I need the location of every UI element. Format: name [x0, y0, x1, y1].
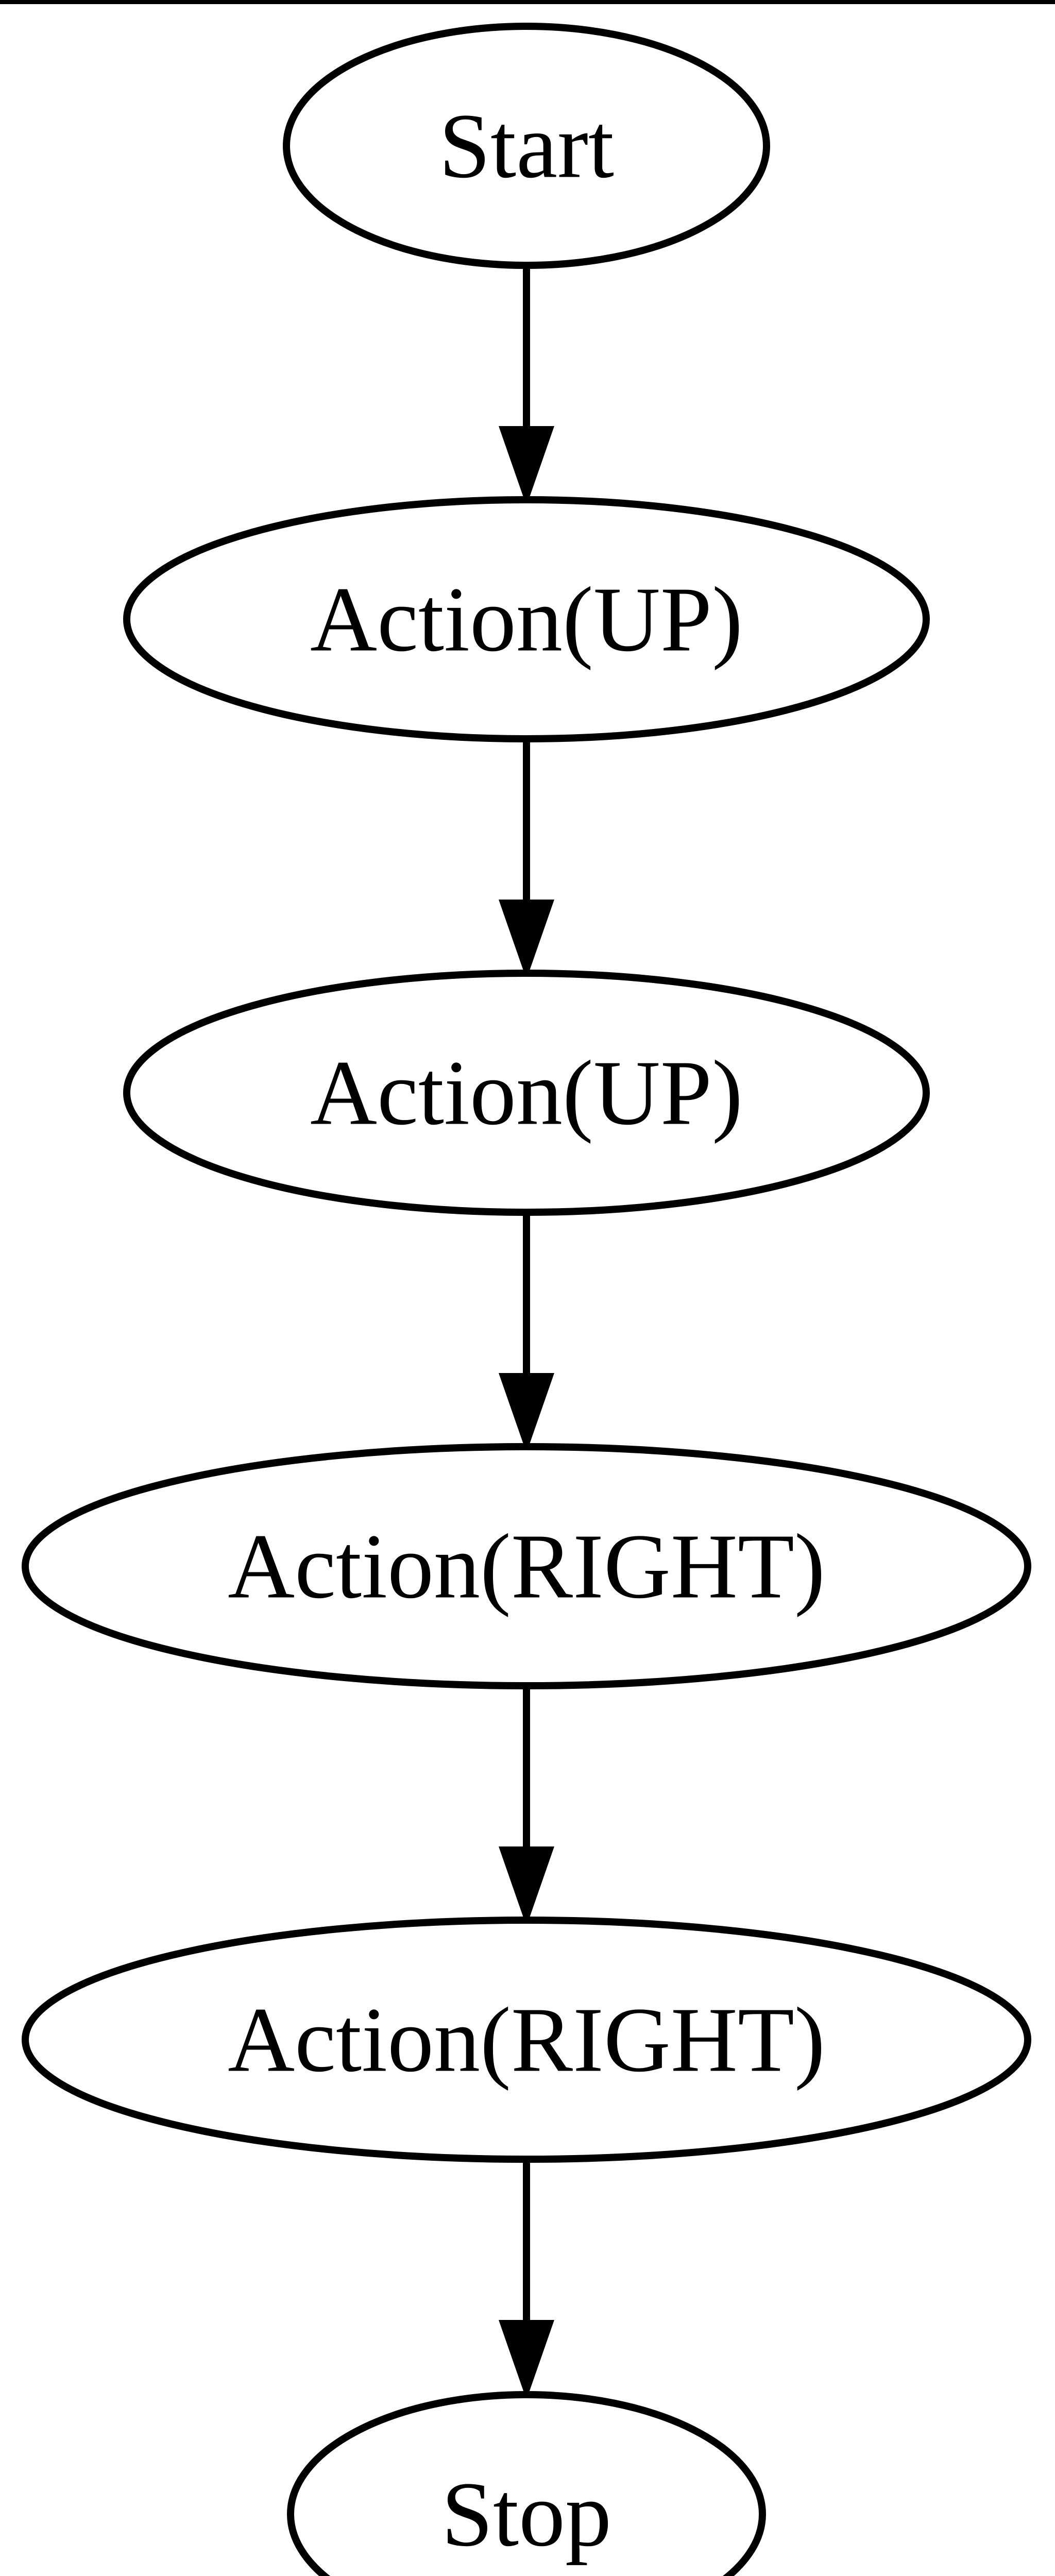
node-stop: Stop [287, 2391, 766, 2576]
arrowhead-down-icon [499, 900, 554, 979]
arrowhead-down-icon [499, 1846, 554, 1926]
edge-action-right-2-to-stop [499, 2157, 554, 2400]
arrowhead-down-icon [499, 2320, 554, 2400]
node-action-right-1-label: Action(RIGHT) [228, 1515, 825, 1618]
edge-action-up-2-to-action-right-1 [499, 1210, 554, 1453]
top-border-line [0, 0, 1055, 4]
node-action-right-2-label: Action(RIGHT) [228, 1989, 825, 2091]
node-action-up-2-label: Action(UP) [310, 1042, 743, 1144]
node-start: Start [283, 23, 770, 269]
edge-action-right-1-to-action-right-2 [499, 1684, 554, 1926]
node-action-up-2: Action(UP) [123, 970, 930, 1216]
node-stop-ellipse [287, 2391, 766, 2576]
node-action-up-1: Action(UP) [123, 496, 930, 742]
arrowhead-down-icon [499, 426, 554, 506]
node-stop-label: Stop [441, 2463, 611, 2566]
edge-start-to-action-up-1 [499, 263, 554, 506]
edge-action-up-1-to-action-up-2 [499, 737, 554, 979]
node-action-right-2: Action(RIGHT) [22, 1917, 1031, 2163]
node-action-up-1-label: Action(UP) [310, 568, 743, 671]
arrowhead-down-icon [499, 1373, 554, 1453]
node-start-label: Start [439, 95, 614, 197]
node-action-right-1: Action(RIGHT) [22, 1443, 1031, 1689]
